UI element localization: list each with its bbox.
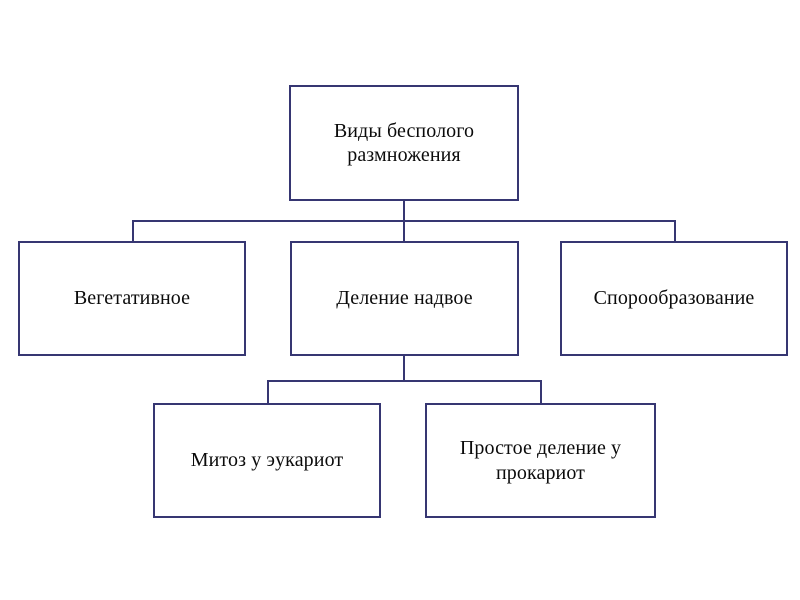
- node-mitosis-eukaryotes: Митоз у эукариот: [153, 403, 381, 518]
- node-binary-fission: Деление надвое: [290, 241, 519, 356]
- connector-drop-mitosis: [267, 380, 269, 404]
- node-vegetative: Вегетативное: [18, 241, 246, 356]
- connector-bus-level2: [267, 380, 542, 382]
- connector-drop-prokaryotes: [540, 380, 542, 404]
- connector-root-stem: [403, 200, 405, 222]
- node-root: Виды бесполого размножения: [289, 85, 519, 201]
- node-simple-division-prokaryotes: Простое деление у прокариот: [425, 403, 656, 518]
- connector-drop-vegetative: [132, 220, 134, 242]
- node-sporulation: Спорообразование: [560, 241, 788, 356]
- connector-drop-sporulation: [674, 220, 676, 242]
- connector-binary-stem: [403, 356, 405, 381]
- connector-drop-binary: [403, 220, 405, 242]
